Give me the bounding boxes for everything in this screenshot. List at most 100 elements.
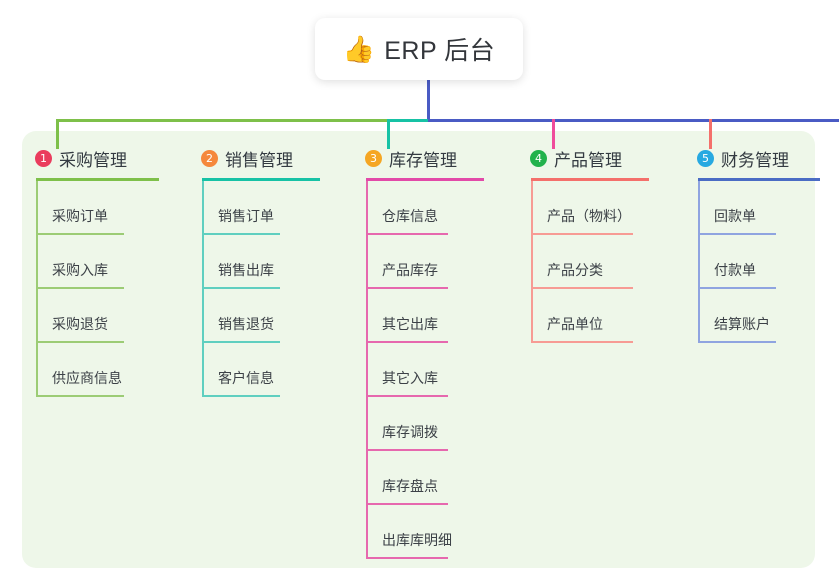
- column-product: 4 产品管理产品（物料） 产品分类产品单位: [517, 145, 682, 343]
- column-header-2[interactable]: 2 销售管理: [188, 145, 348, 171]
- list-item-label: 销售退货: [218, 316, 274, 332]
- list-item-label: 其它出库: [382, 316, 438, 332]
- column-item-list: 产品（物料） 产品分类产品单位: [517, 181, 682, 343]
- list-item-label: 其它入库: [382, 370, 438, 386]
- list-item[interactable]: 销售出库: [188, 235, 348, 289]
- column-header-4[interactable]: 4 产品管理: [517, 145, 682, 171]
- list-item[interactable]: 产品分类: [517, 235, 682, 289]
- column-header-3[interactable]: 3 库存管理: [352, 145, 517, 171]
- column-item-list: 采购订单采购入库采购退货供应商信息: [22, 181, 182, 397]
- column-spine: [202, 181, 204, 397]
- column-title: 财务管理: [721, 150, 789, 170]
- drop-connector-3: [552, 119, 555, 149]
- list-item-label: 采购订单: [52, 208, 108, 224]
- list-item[interactable]: 其它入库: [352, 343, 517, 397]
- list-item[interactable]: 付款单: [684, 235, 834, 289]
- list-item-underline: [36, 287, 124, 289]
- column-spine: [698, 181, 700, 343]
- list-item[interactable]: 结算账户: [684, 289, 834, 343]
- column-finance: 5 财务管理回款单付款单结算账户: [684, 145, 834, 343]
- trunk-connector: [427, 80, 430, 120]
- list-item-underline: [366, 341, 448, 343]
- column-title: 库存管理: [389, 150, 457, 170]
- column-underline: [202, 178, 320, 181]
- list-item-underline: [698, 233, 776, 235]
- column-title: 采购管理: [59, 150, 127, 170]
- list-item[interactable]: 产品库存: [352, 235, 517, 289]
- list-item-label: 供应商信息: [52, 370, 122, 386]
- list-item-underline: [366, 287, 448, 289]
- list-item[interactable]: 采购订单: [22, 181, 182, 235]
- list-item[interactable]: 销售订单: [188, 181, 348, 235]
- list-item-underline: [202, 287, 280, 289]
- list-item-underline: [366, 233, 448, 235]
- list-item-label: 销售订单: [218, 208, 274, 224]
- list-item-underline: [531, 233, 633, 235]
- thumbs-up-icon: 👍: [342, 34, 376, 64]
- column-purchase: 1 采购管理采购订单采购入库采购退货供应商信息: [22, 145, 182, 397]
- list-item-underline: [202, 341, 280, 343]
- column-underline: [36, 178, 159, 181]
- list-item-label: 产品库存: [382, 262, 438, 278]
- list-item-label: 出库库明细: [382, 532, 452, 548]
- list-item[interactable]: 采购入库: [22, 235, 182, 289]
- column-underline: [531, 178, 649, 181]
- column-sales: 2 销售管理销售订单销售出库销售退货客户信息: [188, 145, 348, 397]
- list-item-label: 产品单位: [547, 316, 603, 332]
- column-badge-2: 2: [201, 149, 218, 167]
- column-item-list: 销售订单销售出库销售退货客户信息: [188, 181, 348, 397]
- column-header-1[interactable]: 1 采购管理: [22, 145, 182, 171]
- list-item-label: 采购入库: [52, 262, 108, 278]
- column-underline: [366, 178, 484, 181]
- list-item[interactable]: 出库库明细: [352, 505, 517, 559]
- list-item[interactable]: 其它出库: [352, 289, 517, 343]
- branch-bar-segment-2: [388, 119, 428, 122]
- list-item-underline: [36, 395, 124, 397]
- list-item[interactable]: 客户信息: [188, 343, 348, 397]
- branch-bar-segment-3: [428, 119, 839, 122]
- list-item-underline: [531, 341, 633, 343]
- list-item[interactable]: 仓库信息: [352, 181, 517, 235]
- list-item-underline: [366, 557, 448, 559]
- list-item[interactable]: 产品单位: [517, 289, 682, 343]
- column-item-list: 仓库信息产品库存其它出库其它入库库存调拨库存盘点出库库明细: [352, 181, 517, 559]
- modules-panel: [22, 131, 815, 568]
- list-item-underline: [531, 287, 633, 289]
- column-badge-5: 5: [697, 149, 714, 167]
- list-item[interactable]: 库存调拨: [352, 397, 517, 451]
- list-item[interactable]: 库存盘点: [352, 451, 517, 505]
- list-item-underline: [202, 233, 280, 235]
- column-badge-3: 3: [365, 149, 382, 167]
- column-header-5[interactable]: 5 财务管理: [684, 145, 834, 171]
- list-item[interactable]: 采购退货: [22, 289, 182, 343]
- list-item-label: 仓库信息: [382, 208, 438, 224]
- list-item-label: 库存调拨: [382, 424, 438, 440]
- list-item-label: 产品分类: [547, 262, 603, 278]
- drop-connector-1: [56, 119, 59, 149]
- list-item-underline: [366, 395, 448, 397]
- list-item-underline: [366, 449, 448, 451]
- list-item[interactable]: 回款单: [684, 181, 834, 235]
- column-spine: [366, 181, 368, 559]
- list-item[interactable]: 产品（物料）: [517, 181, 682, 235]
- branch-bar-segment-1: [56, 119, 388, 122]
- list-item-label: 付款单: [714, 262, 756, 278]
- column-badge-4: 4: [530, 149, 547, 167]
- list-item-label: 产品（物料）: [547, 208, 631, 224]
- list-item[interactable]: 销售退货: [188, 289, 348, 343]
- list-item-underline: [698, 287, 776, 289]
- root-node-card[interactable]: 👍 ERP 后台: [315, 18, 523, 80]
- list-item-label: 采购退货: [52, 316, 108, 332]
- column-badge-1: 1: [35, 149, 52, 167]
- list-item-label: 销售出库: [218, 262, 274, 278]
- page-title: ERP 后台: [384, 37, 496, 65]
- list-item-underline: [36, 341, 124, 343]
- column-underline: [698, 178, 820, 181]
- column-title: 产品管理: [554, 150, 622, 170]
- list-item-underline: [36, 233, 124, 235]
- list-item-underline: [698, 341, 776, 343]
- list-item[interactable]: 供应商信息: [22, 343, 182, 397]
- column-title: 销售管理: [225, 150, 293, 170]
- list-item-label: 库存盘点: [382, 478, 438, 494]
